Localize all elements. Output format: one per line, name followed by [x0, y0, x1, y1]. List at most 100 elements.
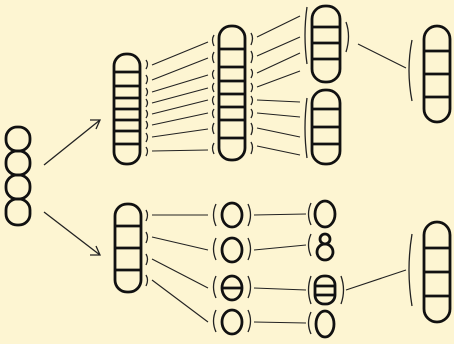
lower-stage2-unit-4	[220, 308, 244, 336]
lower-links-1	[151, 214, 209, 323]
bracket	[247, 203, 252, 227]
bracket	[211, 122, 215, 135]
bracket	[145, 74, 149, 85]
bracket	[211, 82, 215, 93]
upper-links-1	[151, 41, 209, 152]
bracket	[408, 39, 413, 102]
lower-final-link	[345, 269, 407, 291]
link-line	[253, 244, 307, 251]
bracket	[340, 275, 345, 305]
lower-stage3-unit-1	[313, 199, 337, 229]
bracket	[307, 311, 312, 335]
initial-cell-2	[4, 149, 32, 177]
bracket	[250, 50, 254, 64]
bracket	[250, 82, 254, 93]
bracket	[307, 233, 312, 257]
upper-stage2-chain	[217, 24, 247, 162]
bracket	[145, 59, 149, 70]
bracket	[304, 6, 308, 65]
bracket	[307, 202, 312, 226]
link-line	[256, 127, 301, 138]
link-line	[151, 128, 209, 138]
lower-links-2	[253, 213, 307, 324]
bracket	[145, 231, 149, 244]
bracket	[145, 120, 149, 130]
bracket	[250, 108, 254, 119]
lower-stage3-unit-4	[314, 309, 336, 339]
link-line	[256, 145, 301, 156]
bracket	[145, 146, 149, 157]
bracket	[145, 253, 149, 266]
bracket	[145, 209, 149, 222]
bracket	[211, 108, 215, 119]
lower-stage2-units	[212, 201, 252, 336]
link-line	[151, 112, 209, 126]
link-line	[256, 112, 301, 118]
upper-stage1-brackets	[145, 59, 149, 157]
bracket	[212, 237, 217, 261]
bracket	[250, 122, 254, 136]
lower-stage2-unit-3	[220, 274, 244, 302]
bracket	[145, 98, 149, 108]
lower-stage3-unit-2b	[315, 242, 335, 262]
bracket	[211, 69, 215, 80]
bracket	[250, 32, 254, 46]
bracket	[211, 142, 215, 155]
bracket	[211, 95, 215, 106]
upper-stage2-right-brackets	[250, 32, 254, 155]
lower-final-chain	[408, 220, 452, 324]
bracket	[247, 309, 252, 333]
link-line	[151, 149, 209, 152]
bracket	[250, 68, 254, 79]
upper-links-2	[256, 15, 301, 156]
lower-stage2-unit-2	[220, 236, 244, 264]
bracket	[211, 51, 215, 64]
bracket	[212, 275, 217, 299]
lower-arrow-head	[90, 245, 102, 256]
bracket	[307, 275, 312, 305]
upper-stage3-chain-a	[304, 4, 350, 84]
upper-final-chain	[408, 24, 452, 124]
link-line	[256, 15, 301, 38]
link-line	[151, 236, 209, 251]
link-line	[256, 52, 301, 74]
bracket	[304, 97, 308, 159]
bracket	[247, 275, 252, 299]
bracket	[247, 237, 252, 261]
lower-stage1-brackets	[145, 209, 149, 287]
link-line	[151, 258, 209, 289]
bracket	[250, 95, 254, 106]
upper-stage2-left-brackets	[211, 34, 215, 155]
initial-cell-3	[4, 173, 32, 201]
lower-stage2-unit-1	[220, 201, 244, 229]
lower-arrow-shaft	[43, 211, 101, 256]
bracket	[145, 274, 149, 287]
lower-stage3-unit-3	[313, 274, 337, 306]
lower-stage3-unit-2a	[318, 232, 332, 246]
upper-arrow	[43, 119, 102, 166]
link-line	[151, 87, 209, 104]
lower-stage3-units	[307, 199, 345, 339]
bracket	[145, 132, 149, 143]
link-line	[256, 99, 301, 103]
initial-cell-4	[4, 197, 32, 227]
link-line	[256, 70, 301, 88]
link-line	[151, 279, 209, 323]
link-line	[256, 36, 301, 57]
lower-stage1-chain	[113, 202, 143, 294]
upper-arrow-head	[90, 119, 102, 130]
bracket	[211, 34, 215, 47]
upper-arrow-shaft	[43, 119, 101, 166]
link-line	[253, 213, 307, 216]
bracket	[408, 233, 413, 307]
link-line	[253, 321, 307, 324]
bracket	[250, 141, 254, 155]
link-line	[151, 57, 209, 81]
link-line	[151, 41, 209, 66]
bracket	[145, 109, 149, 119]
upper-stage3-chain-b	[304, 88, 342, 166]
link-line	[151, 74, 209, 93]
upper-stage1-chain	[112, 52, 142, 166]
